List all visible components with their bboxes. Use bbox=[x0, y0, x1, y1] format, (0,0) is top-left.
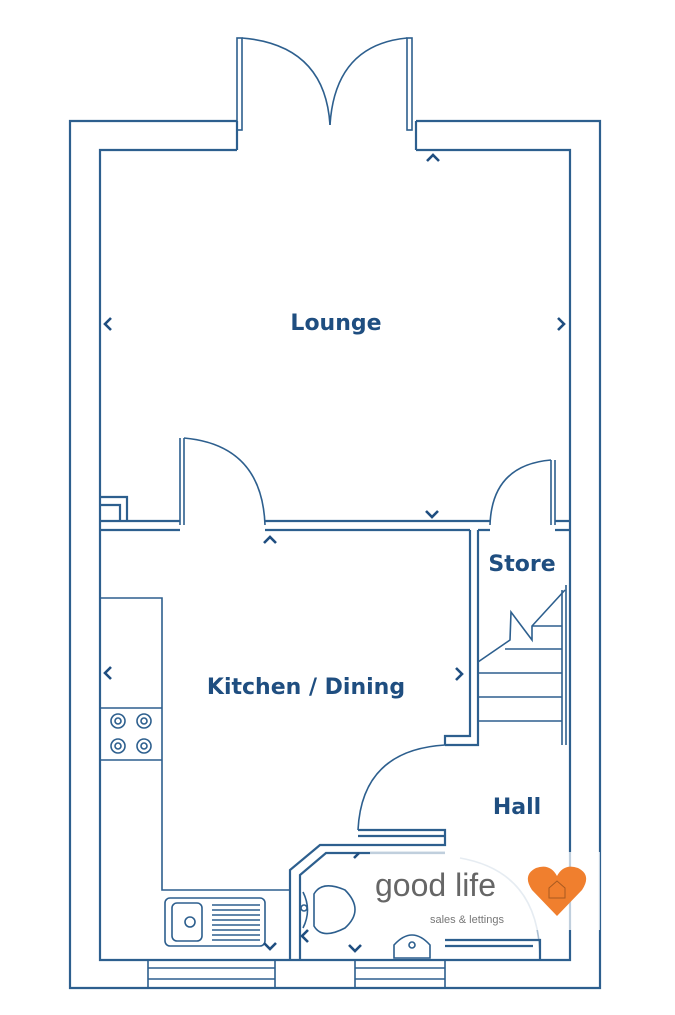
logo-name: good life bbox=[375, 867, 496, 903]
room-label-kitchen-dining: Kitchen / Dining bbox=[207, 675, 405, 700]
room-label-store: Store bbox=[488, 552, 555, 577]
stairs bbox=[477, 585, 567, 745]
wc-fixtures bbox=[300, 885, 431, 959]
sink-icon bbox=[164, 897, 266, 947]
french-doors bbox=[236, 37, 413, 131]
windows bbox=[147, 960, 446, 988]
kitchen-units bbox=[100, 597, 290, 947]
logo-tagline: sales & lettings bbox=[430, 914, 504, 926]
logo: good life sales & lettings bbox=[370, 852, 600, 930]
heart-icon bbox=[527, 866, 587, 916]
chevrons bbox=[103, 153, 566, 953]
hob-icon bbox=[110, 713, 152, 754]
room-label-hall: Hall bbox=[493, 795, 541, 820]
house-icon bbox=[548, 880, 566, 899]
room-label-lounge: Lounge bbox=[290, 311, 381, 336]
